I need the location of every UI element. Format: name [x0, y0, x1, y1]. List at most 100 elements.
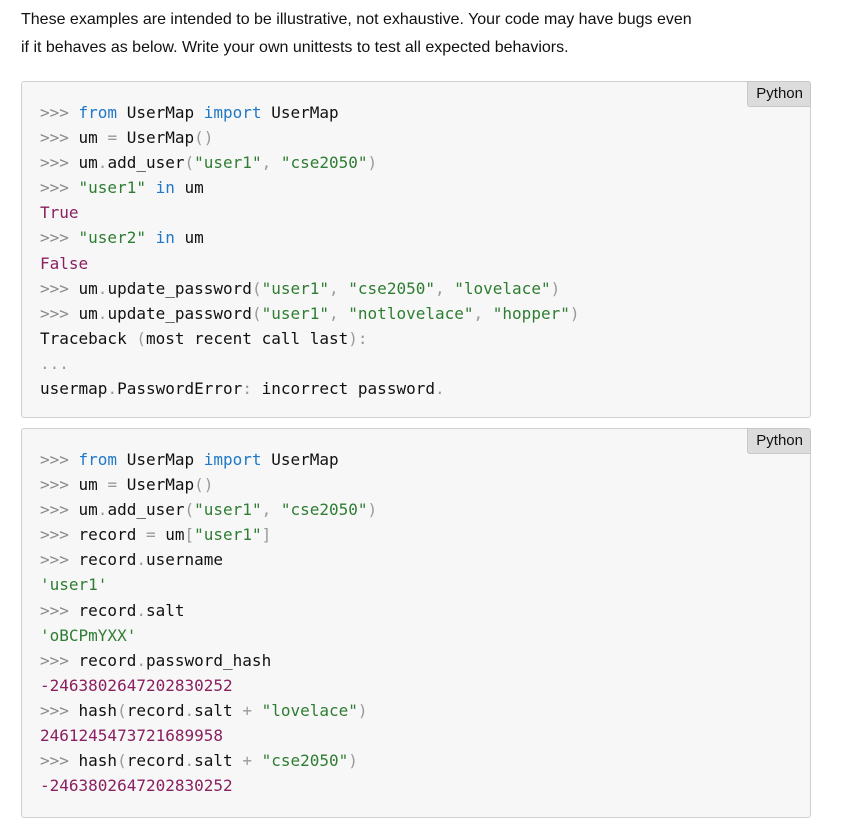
code-token-kw: in	[155, 228, 175, 248]
code-line: >>> um.update_password("user1", "notlove…	[40, 301, 579, 326]
code-token-kw: import	[203, 450, 262, 469]
code-token-str: "user1"	[261, 303, 330, 323]
language-badge: Python	[747, 428, 811, 454]
code-line: >>> "user2" in um	[40, 225, 579, 250]
code-token-txt: update_password	[107, 303, 252, 323]
code-token-txt: record	[126, 751, 185, 771]
code-token-pun: ()	[194, 128, 214, 148]
code-token-pun: )	[367, 153, 378, 173]
code-token-pun: )	[348, 751, 358, 771]
code-token-txt: hash	[78, 700, 118, 720]
code-token-txt: UserMap	[261, 450, 339, 469]
code-token-prompt: >>>	[40, 600, 79, 620]
code-token-prompt: >>>	[40, 500, 79, 520]
code-token-pun: )	[357, 700, 368, 720]
instructions-paragraph: These examples are intended to be illust…	[21, 6, 821, 62]
code-line: >>> um.add_user("user1", "cse2050")	[40, 150, 579, 175]
code-line: 2461245473721689958	[40, 723, 377, 748]
code-token-pun: ,	[261, 500, 281, 520]
code-line: Traceback (most recent call last):	[40, 326, 579, 351]
code-token-str: "hopper"	[492, 303, 570, 323]
code-token-txt: salt	[194, 751, 243, 771]
code-token-pun: .	[97, 500, 108, 520]
code-token-txt: um	[78, 278, 98, 298]
code-token-txt: salt	[194, 700, 243, 720]
code-token-pun: ]	[261, 525, 272, 545]
code-token-str: "cse2050"	[348, 278, 435, 298]
code-token-txt: um	[78, 153, 98, 173]
code-token-str: "user1"	[194, 525, 262, 545]
code-token-prompt: >>>	[40, 153, 79, 173]
code-token-kw: from	[78, 450, 118, 469]
code-token-txt: um	[174, 178, 204, 198]
code-token-txt: record	[126, 700, 185, 720]
code-token-str: "cse2050"	[280, 153, 368, 173]
code-token-prompt: >>>	[40, 450, 79, 469]
code-token-pun: )	[367, 500, 378, 520]
code-line: 'user1'	[40, 572, 377, 597]
code-token-pun: .	[97, 303, 108, 323]
code-token-txt: most recent call last	[145, 328, 349, 348]
code-token-pun: :	[242, 379, 252, 399]
code-token-prompt: >>>	[40, 178, 79, 198]
code-line: >>> um.add_user("user1", "cse2050")	[40, 497, 377, 522]
code-line: >>> record = um["user1"]	[40, 522, 377, 547]
code-token-pun: .	[184, 751, 195, 771]
code-token-txt: record	[78, 650, 137, 670]
code-line: >>> hash(record.salt + "cse2050")	[40, 748, 377, 773]
code-token-pun: (	[251, 278, 262, 298]
code-token-txt: um	[174, 228, 204, 248]
code-token-txt: UserMap	[117, 475, 195, 495]
code-token-kw: in	[155, 178, 175, 198]
code-example-2: Python >>> from UserMap import UserMap>>…	[21, 428, 811, 818]
code-line: >>> hash(record.salt + "lovelace")	[40, 698, 377, 723]
code-line: ...	[40, 351, 579, 376]
code-line: >>> "user1" in um	[40, 175, 579, 200]
code-token-prompt: >>>	[40, 550, 79, 570]
code-line: >>> record.salt	[40, 598, 377, 623]
code-token-str: "user1"	[194, 153, 262, 173]
language-badge: Python	[747, 81, 811, 107]
code-token-pun: (	[136, 328, 146, 348]
code-line: usermap.PasswordError: incorrect passwor…	[40, 376, 579, 401]
code-token-txt: record	[78, 550, 137, 570]
code-token-pun: [	[184, 525, 195, 545]
code-token-txt: UserMap	[117, 128, 195, 148]
code-token-pun: )	[550, 278, 561, 298]
code-token-txt: hash	[78, 751, 118, 771]
code-line: >>> from UserMap import UserMap	[40, 447, 377, 472]
code-token-txt: UserMap	[117, 103, 204, 122]
code-token-pun: =	[145, 525, 156, 545]
code-token-pun: ,	[434, 278, 455, 298]
code-token-str: "user2"	[78, 228, 146, 248]
code-token-txt: UserMap	[117, 450, 204, 469]
code-token-prompt: >>>	[40, 525, 79, 545]
code-token-prompt: >>>	[40, 650, 79, 670]
code-token-pun: +	[242, 700, 252, 720]
code-token-pun: ...	[40, 353, 69, 373]
code-token-txt: update_password	[107, 278, 252, 298]
code-token-pun: (	[117, 751, 127, 771]
code-token-pun: ()	[194, 475, 214, 495]
code-token-txt: record	[78, 525, 146, 545]
code-token-prompt: >>>	[40, 103, 79, 122]
code-token-pun: .	[107, 379, 118, 399]
code-token-txt: um	[78, 500, 98, 520]
code-token-txt: add_user	[107, 153, 185, 173]
code-token-prompt: >>>	[40, 128, 79, 148]
code-token-pun: ,	[473, 303, 493, 323]
code-token-pun: ,	[329, 278, 349, 298]
code-line: 'oBCPmYXX'	[40, 623, 377, 648]
code-token-pun: +	[242, 751, 252, 771]
code-line: >>> from UserMap import UserMap	[40, 100, 579, 125]
code-token-txt: um	[78, 475, 108, 495]
code-token-kw: from	[78, 103, 118, 122]
code-token-str: "cse2050"	[280, 500, 368, 520]
code-token-pun: (	[184, 500, 195, 520]
code-token-pun: =	[107, 475, 118, 495]
code-token-txt: record	[78, 600, 137, 620]
code-token-pun: ,	[261, 153, 281, 173]
code-token-txt: incorrect password	[251, 379, 435, 399]
code-token-txt	[252, 751, 262, 770]
code-token-str: "user1"	[261, 278, 330, 298]
